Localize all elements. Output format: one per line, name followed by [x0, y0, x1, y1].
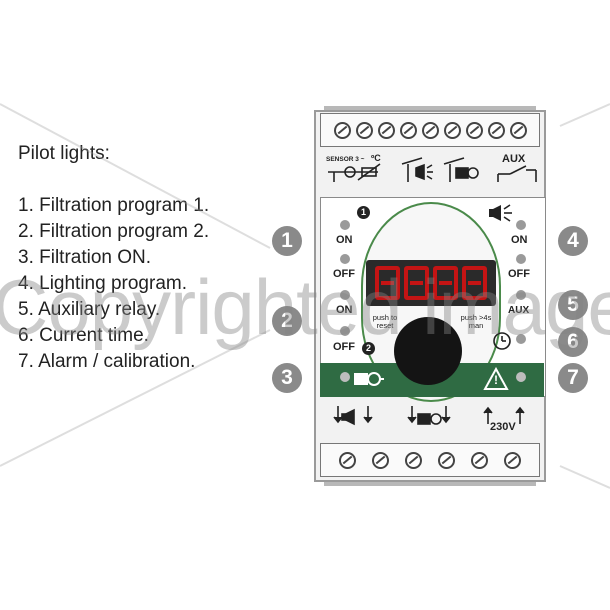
lighting-off-label: OFF: [508, 268, 530, 280]
pump-relay-icon: [443, 157, 479, 182]
terminal-screw-icon: [465, 121, 483, 139]
callout-7: 7: [558, 363, 588, 393]
pilot-light-3: [340, 372, 350, 382]
pilot-light-2: [340, 290, 350, 300]
terminal-screw-icon: [333, 121, 351, 139]
display-digit: [404, 266, 429, 300]
lighting-relay-icon: [401, 157, 433, 182]
sensor-symbol-icon: [328, 163, 381, 182]
program-1-badge: 1: [357, 206, 370, 219]
legend-item: 5. Auxiliary relay.: [18, 299, 161, 320]
callout-6: 6: [558, 327, 588, 357]
watermark-text: Copyrighted image: [0, 263, 610, 351]
program-1-off-label: OFF: [333, 268, 355, 280]
terminal-screw-icon: [372, 451, 389, 469]
pilot-light-indicator: [340, 326, 350, 336]
legend-item: 1. Filtration program 1.: [18, 195, 210, 216]
top-connection-symbols: [328, 157, 537, 182]
sensor-label: SENSOR 3 ~: [326, 156, 365, 163]
callout-2: 2: [272, 306, 302, 336]
din-rail-top: [324, 106, 536, 110]
terminal-screw-icon: [438, 451, 455, 469]
pilot-light-indicator: [340, 254, 350, 264]
legend-item: 6. Current time.: [18, 325, 149, 346]
lighting-icon: [489, 204, 512, 222]
supply-input-icon: [483, 406, 525, 424]
display-digit: [462, 266, 487, 300]
legend-item: 2. Filtration program 2.: [18, 221, 210, 242]
program-2-off-label: OFF: [333, 341, 355, 353]
aux-terminal-label: AUX: [502, 153, 526, 165]
top-terminal-block: [320, 113, 540, 147]
terminal-screw-icon: [405, 451, 422, 469]
pilot-light-1: [340, 220, 350, 230]
push-manual-label: push >4s man: [460, 313, 492, 330]
pilot-light-indicator: [516, 254, 526, 264]
program-1-on-label: ON: [336, 234, 353, 246]
terminal-screw-icon: [355, 121, 373, 139]
pilot-light-5: [516, 290, 526, 300]
alarm-warning-icon: [483, 367, 509, 390]
clock-icon: [493, 332, 511, 350]
callout-3: 3: [272, 363, 302, 393]
legend-list: 1. Filtration program 1. 2. Filtration p…: [18, 193, 209, 375]
terminal-screw-icon: [471, 451, 488, 469]
terminal-screw-icon: [339, 451, 356, 469]
terminal-screw-icon: [377, 121, 395, 139]
program-2-on-label: ON: [336, 304, 353, 316]
terminal-screw-icon: [399, 121, 417, 139]
pilot-light-4: [516, 220, 526, 230]
bottom-connection-symbols: [333, 406, 525, 426]
program-2-badge: 2: [362, 342, 375, 355]
display-digit: [375, 266, 400, 300]
aux-relay-icon: [497, 165, 537, 182]
aux-led-label: AUX: [508, 305, 530, 316]
din-rail-bottom: [324, 482, 536, 486]
legend-title: Pilot lights:: [18, 143, 110, 164]
legend-item: 3. Filtration ON.: [18, 247, 152, 268]
lighting-output-icon: [333, 406, 373, 426]
legend-item: 4. Lighting program.: [18, 273, 187, 294]
terminal-screw-icon: [421, 121, 439, 139]
display-digit: [433, 266, 458, 300]
control-knob[interactable]: [394, 317, 462, 385]
terminal-screw-icon: [443, 121, 461, 139]
alarm-symbol: !: [494, 373, 498, 387]
led-display: [366, 260, 496, 306]
pilot-light-7: [516, 372, 526, 382]
callout-4: 4: [558, 226, 588, 256]
terminal-screw-icon: [487, 121, 505, 139]
legend-item: 7. Alarm / calibration.: [18, 351, 196, 372]
pump-output-icon: [407, 406, 451, 425]
push-reset-label: push to reset: [372, 313, 398, 330]
lighting-on-label: ON: [511, 234, 528, 246]
bottom-terminal-block: [320, 443, 540, 477]
pilot-lights-legend: Pilot lights: 1. Filtration program 1. 2…: [18, 141, 209, 375]
terminal-screw-icon: [504, 451, 521, 469]
callout-5: 5: [558, 290, 588, 320]
callout-1: 1: [272, 226, 302, 256]
supply-voltage-label: 230V: [490, 421, 516, 433]
filtration-pump-icon: [354, 372, 384, 386]
pilot-light-6: [516, 334, 526, 344]
sensor-unit: ºC: [371, 153, 381, 163]
terminal-screw-icon: [509, 121, 527, 139]
